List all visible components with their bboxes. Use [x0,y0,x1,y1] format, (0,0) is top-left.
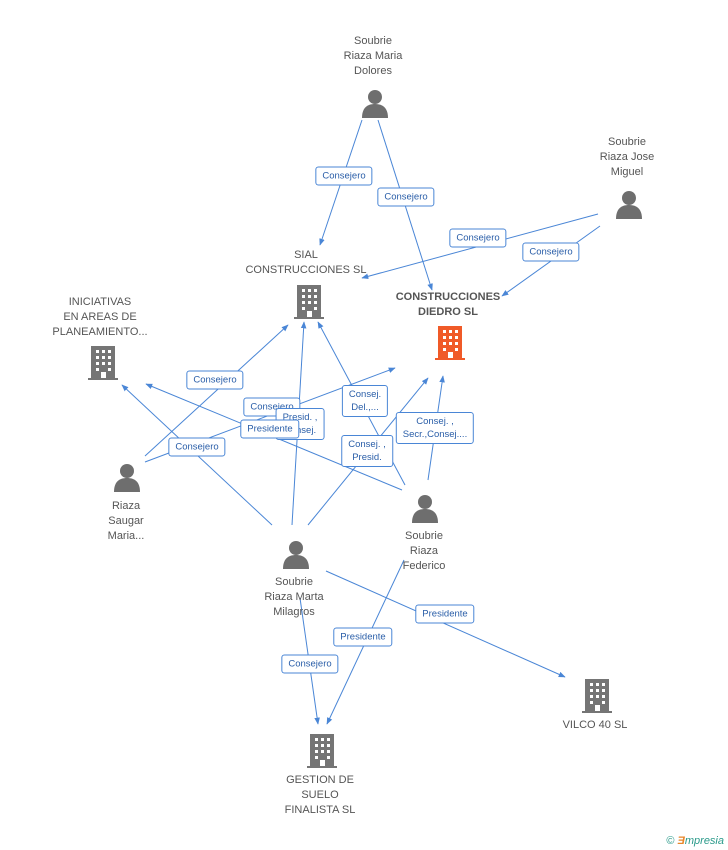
brand-name: mpresia [684,835,724,847]
relation-text: Consejero [322,170,366,182]
relation-badge[interactable]: Consejero [315,166,373,186]
relation-badge[interactable]: Consejero [449,228,507,248]
relation-text: Consejero [529,246,573,258]
relation-badge[interactable]: Presidente [415,604,475,624]
node-label-dolores[interactable]: Soubrie Riaza Maria Dolores [344,34,403,79]
node-label-federico[interactable]: Soubrie Riaza Federico [403,529,446,574]
relation-badge[interactable]: Consejero [281,654,339,674]
label-line: Dolores [354,65,392,77]
relation-text: Consejero [456,232,500,244]
label-line: CONSTRUCCIONES SL [245,264,367,276]
label-line: SUELO [301,789,339,801]
node-label-riaza-saugar[interactable]: Riaza Saugar Maria... [108,499,145,544]
relation-text: Presidente [247,423,293,435]
relation-badge[interactable]: Consej. , Presid. [341,435,393,467]
node-label-marta[interactable]: Soubrie Riaza Marta Milagros [264,575,323,620]
label-line: Riaza [409,545,439,557]
relation-text: Consejero [288,658,332,670]
label-line: Riaza Marta [264,591,324,603]
relation-text: Consejero [175,441,219,453]
label-line: Miguel [610,166,644,178]
relation-text: Consej. , [348,439,386,450]
node-label-gestion[interactable]: GESTION DE SUELO FINALISTA SL [285,773,356,818]
relation-text: Consej. [348,389,382,400]
edge-marta-vilco [325,570,566,678]
relation-badge[interactable]: Presidente [333,627,393,647]
label-line: Riaza Jose [599,151,655,163]
building-icon-highlighted[interactable] [434,325,466,361]
building-icon[interactable] [87,345,119,381]
label-line: GESTION DE [286,774,354,786]
relation-badge[interactable]: Consejero [168,437,226,457]
person-icon[interactable] [282,540,310,570]
relation-badge[interactable]: Consejero [522,242,580,262]
relation-text: Presid. , [282,412,318,423]
copyright-icon: © [666,835,675,847]
label-line: Riaza Maria [343,50,403,62]
relation-text: Consej. [283,425,317,436]
empresia-logo: © Ǝmpresia [666,835,724,847]
label-line: Saugar [108,515,144,527]
label-line: Soubrie [275,576,313,588]
label-line: VILCO 40 SL [562,719,628,731]
relation-text: Consejero [384,191,428,203]
node-label-iniciativas[interactable]: INICIATIVAS EN AREAS DE PLANEAMIENTO... [52,295,147,340]
relation-text: Presid. [352,452,382,463]
label-line: Soubrie [405,530,443,542]
relation-text: Secr.,Consej.... [402,429,468,440]
relation-badge[interactable]: Consejero [186,370,244,390]
label-line: EN AREAS DE [63,311,137,323]
label-line: Soubrie [354,35,392,47]
brand-initial: Ǝ [677,835,685,847]
person-icon[interactable] [361,89,389,119]
label-line: CONSTRUCCIONES [395,291,501,303]
relation-text: Consejero [193,374,237,386]
label-line: Milagros [273,606,315,618]
relation-text: Consej. , [416,416,454,427]
relation-badge[interactable]: Consej. , Secr.,Consej.... [395,412,475,444]
edge-saugar-sial [144,324,289,457]
label-line: Federico [402,560,446,572]
label-line: PLANEAMIENTO... [52,326,148,338]
node-label-jose[interactable]: Soubrie Riaza Jose Miguel [600,135,654,180]
person-icon[interactable] [113,463,141,493]
relation-badge[interactable]: Presidente [240,419,300,439]
building-icon[interactable] [306,733,338,769]
label-line: INICIATIVAS [68,296,132,308]
person-icon[interactable] [411,494,439,524]
relation-text: Del.,... [351,402,379,413]
label-line: FINALISTA SL [284,804,356,816]
label-line: SIAL [294,249,318,261]
relation-badge[interactable]: Consej. Del.,... [341,385,389,417]
relation-text: Consejero [250,401,294,413]
relation-text: Presidente [340,631,386,643]
label-line: Soubrie [608,136,646,148]
label-line: Maria... [107,530,145,542]
label-line: DIEDRO SL [418,306,478,318]
node-label-diedro[interactable]: CONSTRUCCIONES DIEDRO SL [396,290,501,320]
person-icon[interactable] [615,190,643,220]
building-icon[interactable] [581,678,613,714]
node-label-vilco[interactable]: VILCO 40 SL [563,718,628,733]
relation-text: Presidente [422,608,468,620]
building-icon[interactable] [293,284,325,320]
relation-badge[interactable]: Consejero [377,187,435,207]
label-line: Riaza [111,500,141,512]
node-label-sial[interactable]: SIAL CONSTRUCCIONES SL [245,248,366,278]
